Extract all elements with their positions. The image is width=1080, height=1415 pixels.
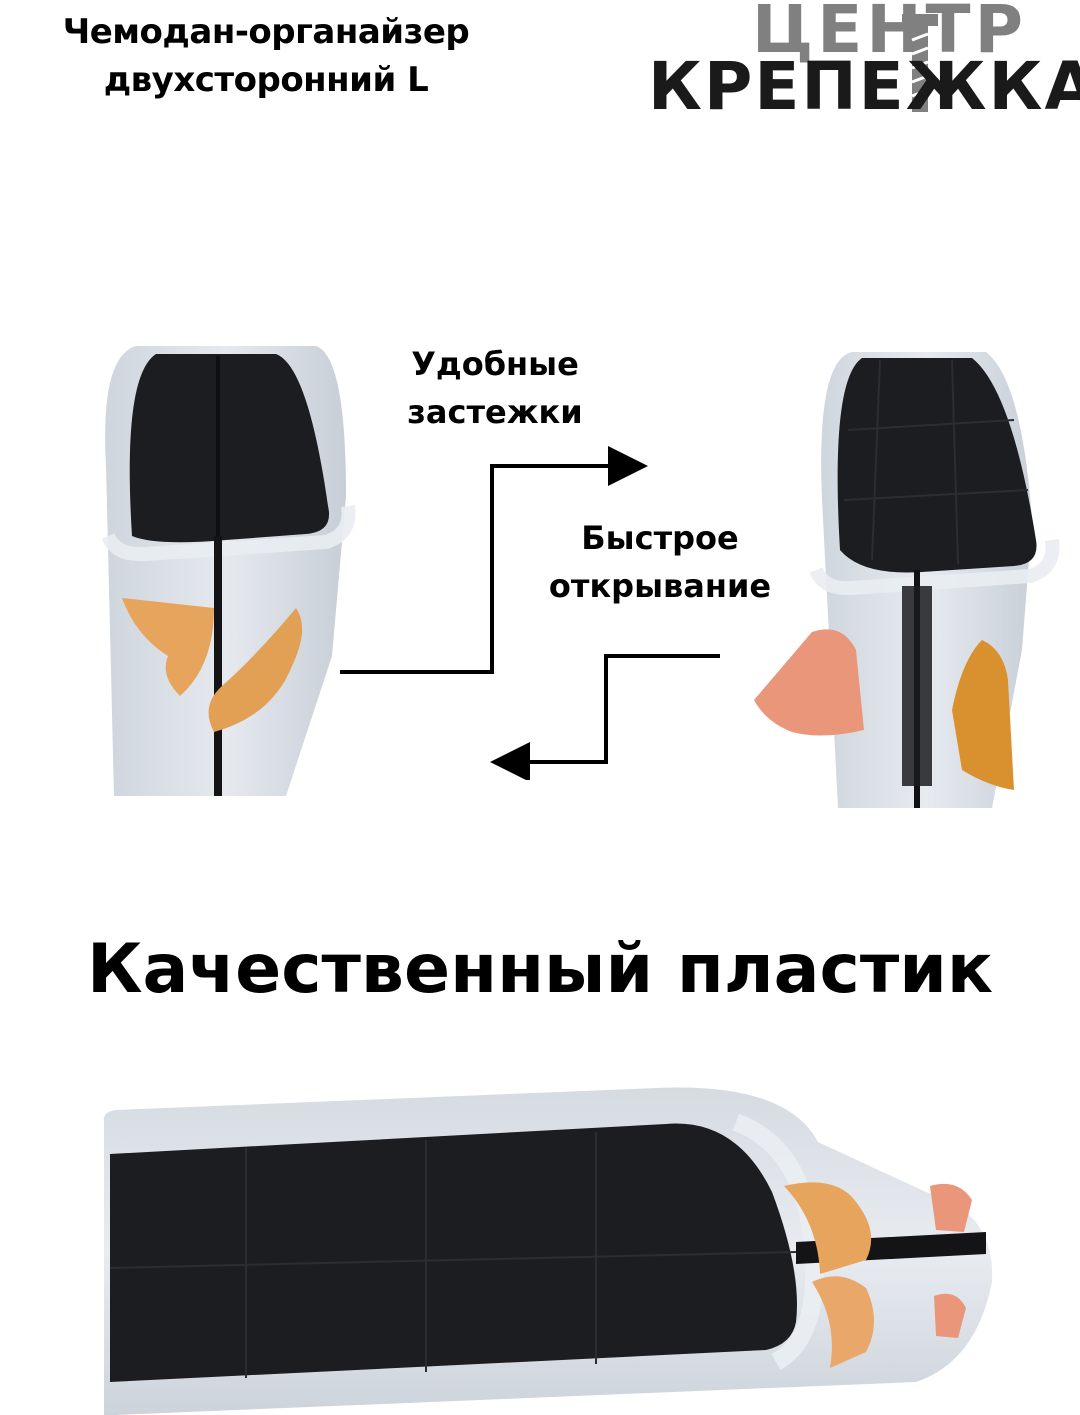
feature-fasteners-line1: Удобные [411,345,579,383]
feature-fasteners-line2: застежки [407,393,583,431]
brand-logo: ЦЕНТР КРЕПЕЖКА [648,0,1080,122]
feature-fasteners-caption: Удобные застежки [380,340,610,436]
arrow-right-icon [340,446,648,674]
product-title: Чемодан-органайзер двухсторонний L [6,8,526,104]
product-title-line2: двухсторонний L [103,60,429,100]
headline: Качественный пластик [86,930,994,1009]
arrows-diagram [340,446,720,780]
logo-line1: ЦЕНТР [752,0,1027,68]
product-title-line1: Чемодан-органайзер [62,12,470,52]
case-open-photo [754,352,1060,808]
feature-opening-line1: Быстрое [581,519,739,557]
feature-opening-line2: открывание [548,567,772,605]
bolt-icon [902,14,938,112]
logo-line2: КРЕПЕЖКА [648,48,1080,125]
arrow-left-icon [490,654,720,780]
case-closed-photo [101,346,356,796]
case-side-photo [103,1087,993,1415]
feature-opening-caption: Быстрое открывание [520,514,800,610]
